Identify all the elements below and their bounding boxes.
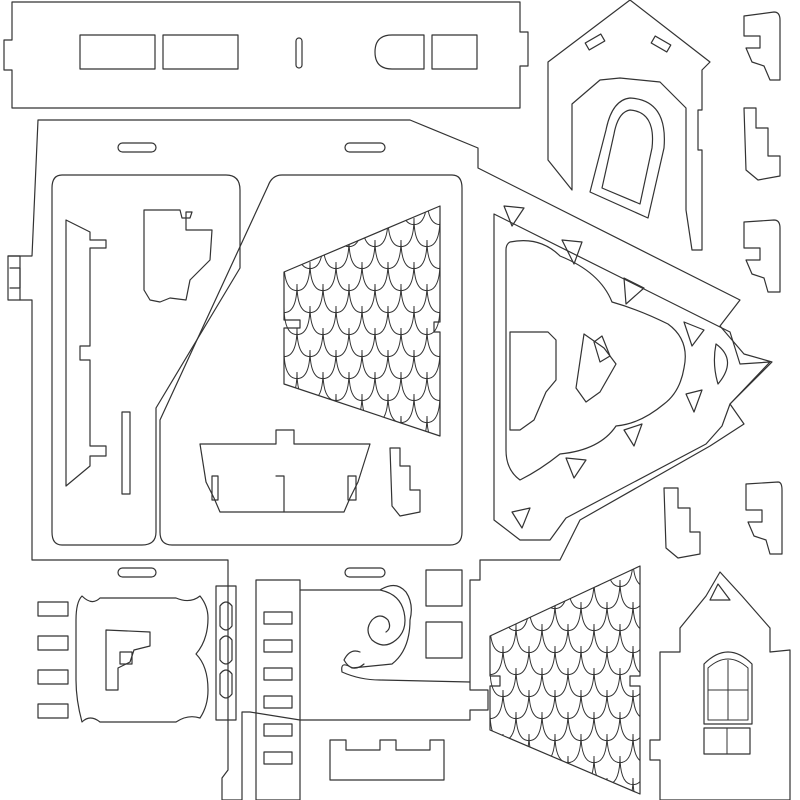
shingle-scale [322, 206, 350, 226]
shingle-scale [284, 217, 311, 248]
shingle-scale [632, 733, 640, 764]
shingle-scale [284, 393, 311, 424]
shingle-scale [632, 777, 640, 794]
shingle-scale [515, 755, 543, 786]
shingle-scale [554, 777, 582, 794]
shingle-scale [426, 371, 440, 402]
shingle-scale [426, 327, 440, 358]
shingle-pattern-lower [490, 566, 672, 794]
bottom-rail-piece [329, 739, 445, 781]
shingle-scale [632, 566, 640, 588]
shingle-scale [502, 733, 530, 764]
shingle-scale [490, 645, 504, 676]
shingle-scale [646, 712, 672, 741]
shingle-scale [490, 733, 504, 764]
shingle-scale [502, 777, 530, 794]
shingle-scale [567, 755, 595, 786]
shingle-scale [374, 206, 402, 226]
front-facade-gable [649, 571, 791, 800]
lower-left-fence-panel [37, 579, 301, 800]
shingle-scale [632, 645, 640, 676]
shingle-scale [322, 415, 350, 436]
shingle-scale [528, 777, 556, 794]
shingle-scale [502, 566, 530, 588]
shingle-scale [374, 415, 402, 436]
shingle-scale [490, 579, 517, 610]
shingle-scale [284, 239, 298, 270]
shingle-scale [490, 755, 517, 786]
attic-gable-panel [547, 0, 711, 251]
left-vertical-slat [65, 219, 131, 495]
shingle-scale [348, 206, 376, 226]
shingle-scale [490, 777, 504, 794]
shingle-scale [426, 239, 440, 270]
lower-roof-shingle-panel [489, 565, 672, 795]
shingle-scale [335, 217, 363, 248]
shingle-scale [490, 566, 504, 588]
shingle-scale [284, 206, 298, 226]
shingle-scale [528, 566, 556, 588]
shingle-scale [541, 579, 569, 610]
shingle-scale [632, 601, 640, 632]
shingle-scale [284, 327, 298, 358]
shingle-scale [490, 711, 517, 742]
right-column-brackets [389, 11, 783, 559]
shingle-scale [284, 283, 298, 314]
shingle-scale [580, 566, 608, 588]
shingle-scale [361, 393, 389, 424]
shingle-scale [632, 689, 640, 720]
top-strip-panel [3, 1, 529, 109]
shingle-scale [426, 415, 440, 436]
shingle-scale [646, 624, 672, 653]
shingle-scale [309, 217, 337, 248]
upper-roof-shingle-panel [283, 205, 441, 437]
triangular-lattice-gable [493, 205, 771, 541]
scroll-ornament [299, 584, 471, 683]
small-bracket-cutout [143, 209, 213, 303]
shingle-scale [646, 580, 672, 609]
shingle-scale [309, 393, 337, 424]
shingle-scale [490, 689, 504, 720]
shingle-scale [646, 668, 672, 697]
shingle-scale [296, 206, 324, 226]
shingle-scale [284, 371, 298, 402]
shingle-scale [554, 566, 582, 588]
shingle-scale [515, 579, 543, 610]
shingle-scale [580, 777, 608, 794]
main-board [7, 119, 773, 800]
bench-piece [199, 429, 371, 513]
shingle-scale [541, 755, 569, 786]
shingle-scale [348, 415, 376, 436]
shingle-scale [296, 415, 324, 436]
shingle-scale [426, 283, 440, 314]
shingle-scale [490, 601, 504, 632]
window-grid-squares [425, 569, 463, 659]
